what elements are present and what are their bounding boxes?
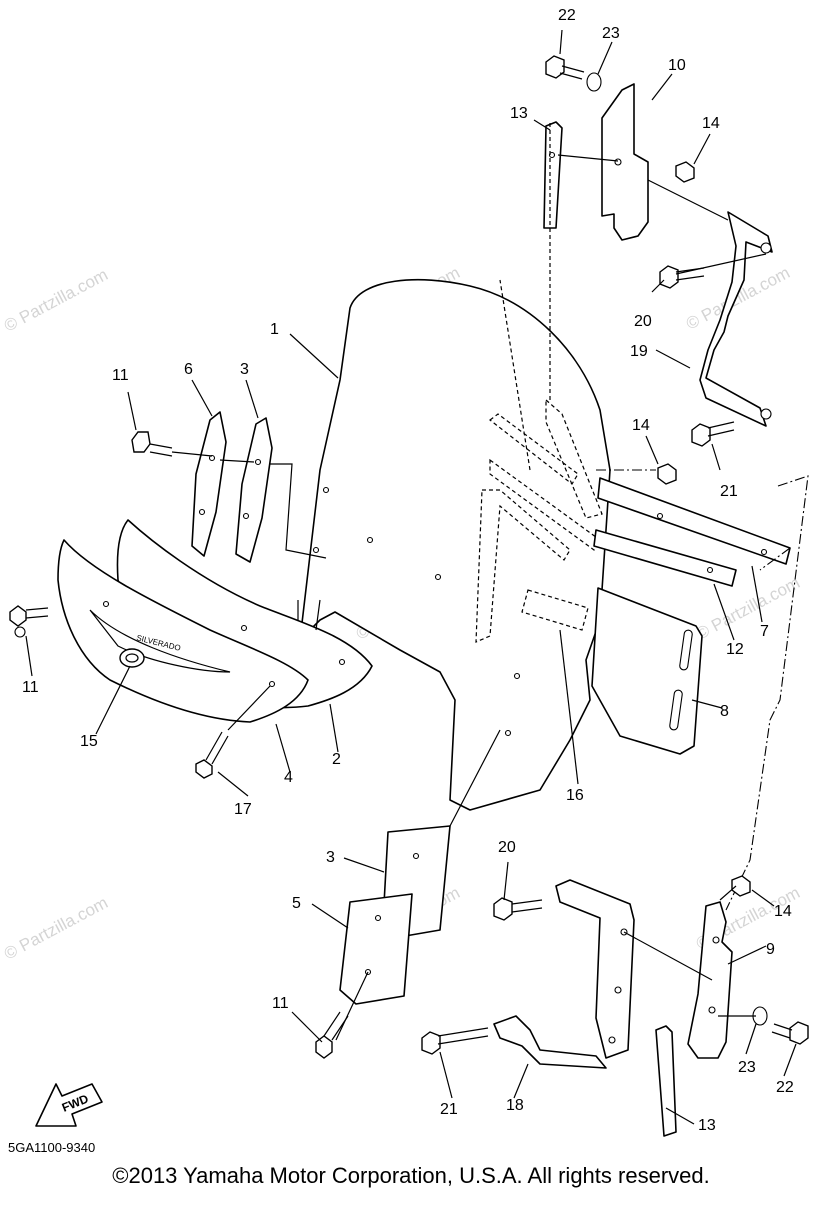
callout-13: 13 xyxy=(510,105,528,122)
screw-11-left xyxy=(9,605,49,638)
plate-8 xyxy=(591,587,703,755)
fwd-arrow-icon: FWD xyxy=(35,1083,103,1127)
screw-17 xyxy=(195,685,271,779)
cowl-panel-4 xyxy=(57,539,309,723)
bracket-3-upper xyxy=(235,417,273,563)
bolt-11-upper xyxy=(131,431,173,457)
callout-11: 11 xyxy=(272,995,289,1012)
callout-3: 3 xyxy=(240,361,249,378)
callout-2: 2 xyxy=(332,751,341,768)
bracket-9 xyxy=(687,901,733,1059)
callout-10: 10 xyxy=(668,57,686,74)
callout-20: 20 xyxy=(498,839,516,856)
lower-bracket-assembly xyxy=(421,875,809,1137)
callout-3: 3 xyxy=(326,849,335,866)
callout-4: 4 xyxy=(284,769,293,786)
leader-lines xyxy=(25,29,797,1125)
stay-10 xyxy=(601,83,649,241)
callout-12: 12 xyxy=(726,641,744,658)
centerline xyxy=(596,469,809,911)
windshield-1 xyxy=(299,278,611,811)
bolt-21-upper xyxy=(691,421,735,447)
callout-21: 21 xyxy=(720,483,738,500)
callouts: 22 23 10 13 14 20 19 14 21 1 11 6 3 7 12… xyxy=(22,7,794,1134)
bolt-22-upper xyxy=(545,55,585,80)
stay-18-frame xyxy=(555,879,635,1059)
stay-18 xyxy=(493,1015,607,1069)
callout-23: 23 xyxy=(738,1059,756,1076)
callout-22: 22 xyxy=(776,1079,794,1096)
callout-8: 8 xyxy=(720,703,729,720)
windshield-holes xyxy=(312,486,521,737)
callout-9: 9 xyxy=(766,941,775,958)
bolt-22-lower xyxy=(771,1021,809,1045)
callout-1: 1 xyxy=(270,321,279,338)
callout-11: 11 xyxy=(22,679,39,696)
callout-20: 20 xyxy=(634,313,652,330)
bracket-6 xyxy=(191,411,227,557)
callout-14: 14 xyxy=(774,903,792,920)
strip-7 xyxy=(597,477,791,565)
strip-12 xyxy=(593,529,737,587)
watermark-text: © Partzilla.com xyxy=(1,265,111,336)
bolt-21-lower xyxy=(421,1027,489,1055)
callout-15: 15 xyxy=(80,733,98,750)
callout-7: 7 xyxy=(760,623,769,640)
plate-13-upper xyxy=(543,121,563,229)
callout-5: 5 xyxy=(292,895,301,912)
callout-6: 6 xyxy=(184,361,193,378)
nut-14-middle xyxy=(657,463,677,485)
callout-14: 14 xyxy=(632,417,650,434)
watermark-text: © Partzilla.com xyxy=(693,573,803,644)
callout-16: 16 xyxy=(566,787,584,804)
callout-11: 11 xyxy=(112,367,129,384)
nut-14-upper xyxy=(675,161,695,183)
document-code: 5GA1100-9340 xyxy=(8,1140,96,1155)
callout-23: 23 xyxy=(602,25,620,42)
callout-18: 18 xyxy=(506,1097,524,1114)
callout-22: 22 xyxy=(558,7,576,24)
deflector-5 xyxy=(339,893,413,1005)
upper-bracket-assembly xyxy=(543,55,773,485)
bolt-20-lower xyxy=(493,897,543,921)
copyright-notice: ©2013 Yamaha Motor Corporation, U.S.A. A… xyxy=(112,1163,710,1188)
callout-14: 14 xyxy=(702,115,720,132)
callout-19: 19 xyxy=(630,343,648,360)
washer-23-upper xyxy=(586,72,602,92)
callout-21: 21 xyxy=(440,1101,458,1118)
plate-13-lower xyxy=(655,1025,677,1137)
screw-11-lower xyxy=(315,1011,349,1059)
callout-17: 17 xyxy=(234,801,252,818)
bracket-19 xyxy=(699,211,773,427)
callout-13: 13 xyxy=(698,1117,716,1134)
hidden-brackets-16 xyxy=(475,120,603,643)
watermark-text: © Partzilla.com xyxy=(1,893,111,964)
